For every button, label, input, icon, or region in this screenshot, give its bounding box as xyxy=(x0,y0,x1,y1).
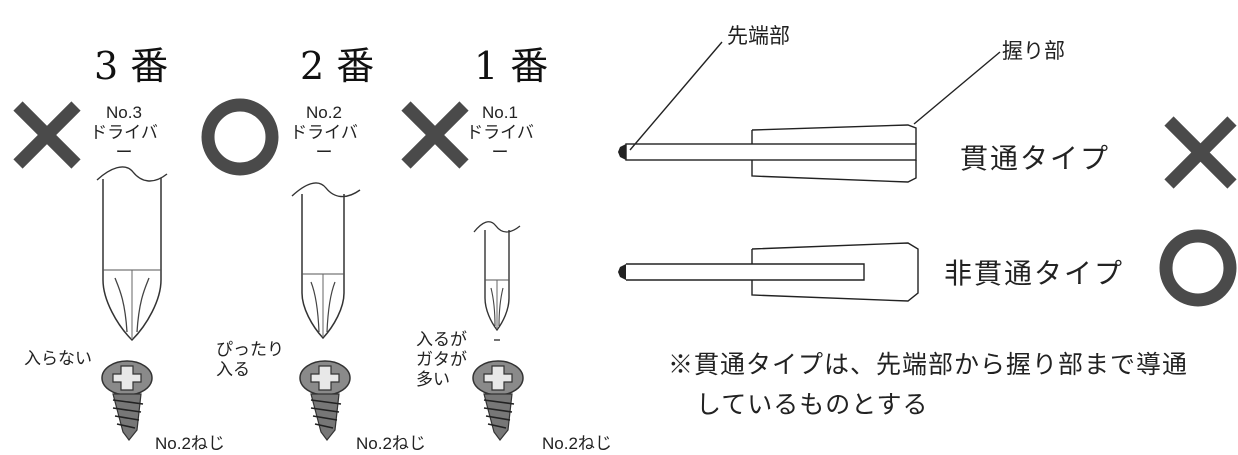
screw-label-no2: No.2ねじ xyxy=(356,434,426,453)
cross-mark-icon xyxy=(1164,116,1237,189)
circle-mark-icon xyxy=(1159,229,1237,307)
screw-icon xyxy=(472,360,524,441)
through-type-label: 貫通タイプ xyxy=(960,142,1111,175)
cross-mark-icon xyxy=(401,101,469,169)
non-through-type-label: 非貫通タイプ xyxy=(944,257,1125,290)
screw-label-no3: No.2ねじ xyxy=(155,434,225,453)
grip-label: 握り部 xyxy=(1002,39,1065,63)
driver-tip-no3 xyxy=(96,166,168,342)
fit-label-no3: 入らない xyxy=(24,349,92,368)
driver-tip-no1 xyxy=(473,221,521,341)
screw-label-no1: No.2ねじ xyxy=(542,434,612,453)
driver-label-no3: No.3 ドライバー xyxy=(90,103,158,162)
size-title-no3: 3 番 xyxy=(94,44,169,88)
size-title-no2: 2 番 xyxy=(300,44,375,88)
driver-label-no2: No.2 ドライバー xyxy=(290,103,358,162)
size-title-no1: 1 番 xyxy=(474,44,549,88)
cross-mark-icon xyxy=(13,101,81,169)
through-type-driver xyxy=(618,124,917,183)
fit-label-no1: 入るが ガタが 多い xyxy=(416,330,467,389)
fit-label-no2: ぴったり 入る xyxy=(216,340,284,379)
driver-tip-no2 xyxy=(291,182,361,340)
driver-label-no1: No.1 ドライバー xyxy=(466,103,534,162)
note-text: ※貫通タイプは、先端部から握り部まで導通 しているものとする xyxy=(668,350,1189,419)
non-through-type-driver xyxy=(618,242,919,302)
screw-icon xyxy=(101,360,153,441)
tip-label: 先端部 xyxy=(727,24,790,48)
screw-icon xyxy=(299,360,351,441)
circle-mark-icon xyxy=(201,98,279,176)
